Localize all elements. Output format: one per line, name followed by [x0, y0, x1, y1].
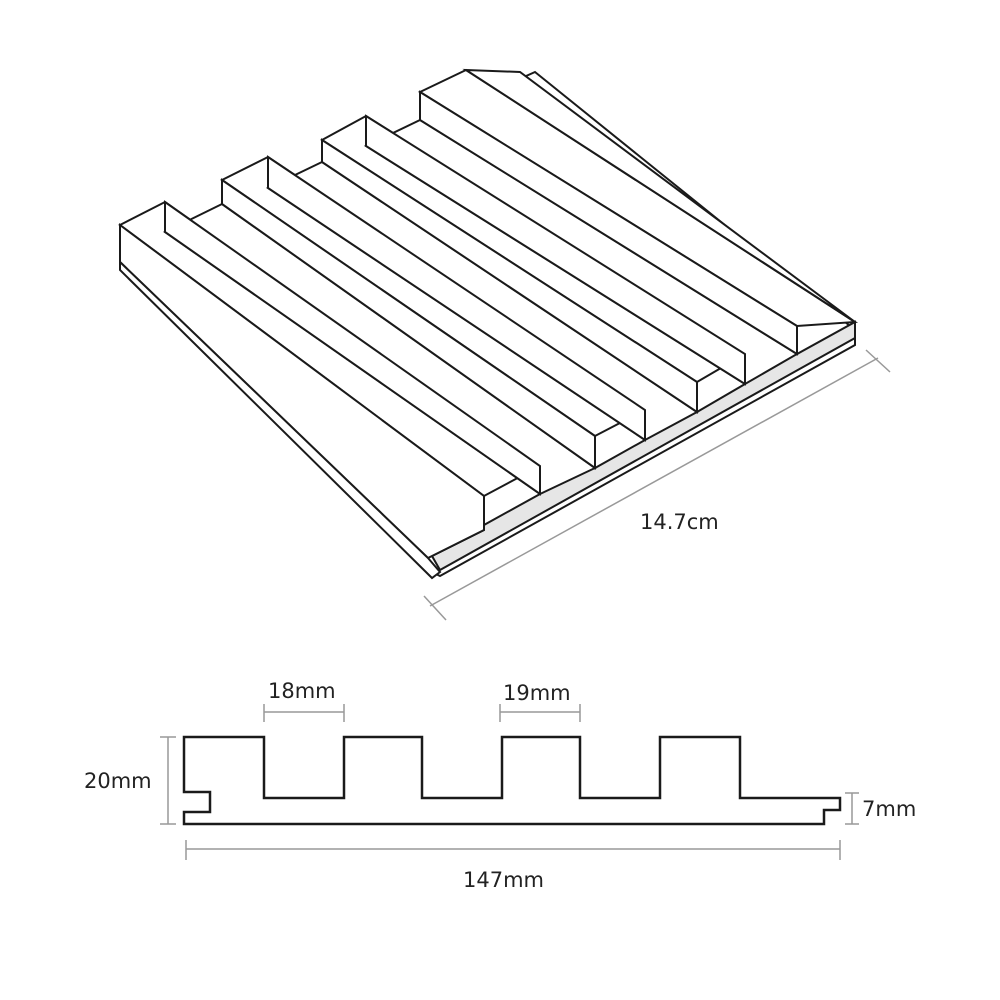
gap-width-label: 19mm	[503, 681, 571, 705]
slat-width-label: 18mm	[268, 679, 336, 703]
profile-cross-section	[182, 735, 842, 826]
slat-1-tongue	[119, 259, 442, 580]
profile-outline	[182, 735, 842, 826]
iso-dimension-tick-left	[423, 595, 447, 621]
iso-length-label: 14.7cm	[640, 510, 719, 534]
channel-3-wall	[365, 114, 746, 386]
profile-dimensions	[160, 704, 859, 860]
iso-dimension-tick-right	[865, 349, 891, 373]
base-thickness-label: 7mm	[862, 797, 916, 821]
slat-2-front	[221, 178, 596, 470]
panel-back-lip	[462, 68, 856, 323]
slat-4-front	[419, 90, 798, 356]
total-height-label: 20mm	[84, 769, 152, 793]
iso-dimension-line	[429, 357, 879, 607]
iso-length-dimension	[423, 349, 891, 621]
isometric-panel-view	[118, 68, 859, 580]
channel-1-wall	[164, 200, 541, 496]
slat-3-front	[321, 138, 698, 414]
total-width-label: 147mm	[463, 868, 544, 892]
channel-2-wall	[267, 155, 646, 442]
